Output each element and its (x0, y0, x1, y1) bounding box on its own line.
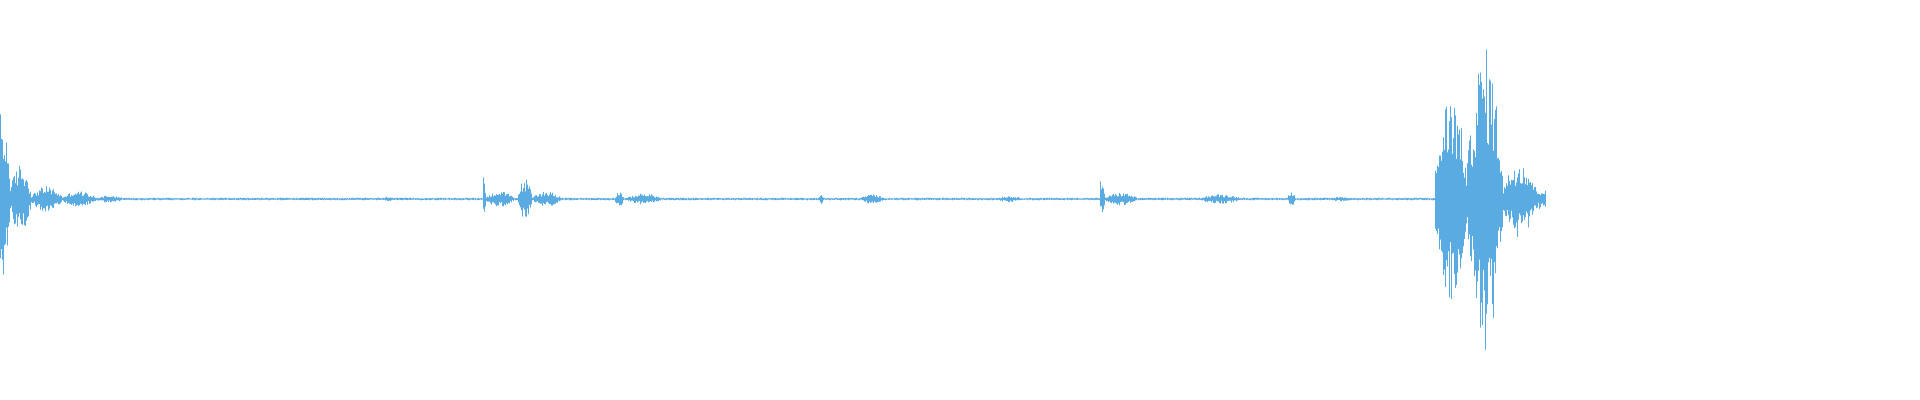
waveform-trace (0, 49, 1546, 350)
waveform-samples (0, 49, 1546, 350)
